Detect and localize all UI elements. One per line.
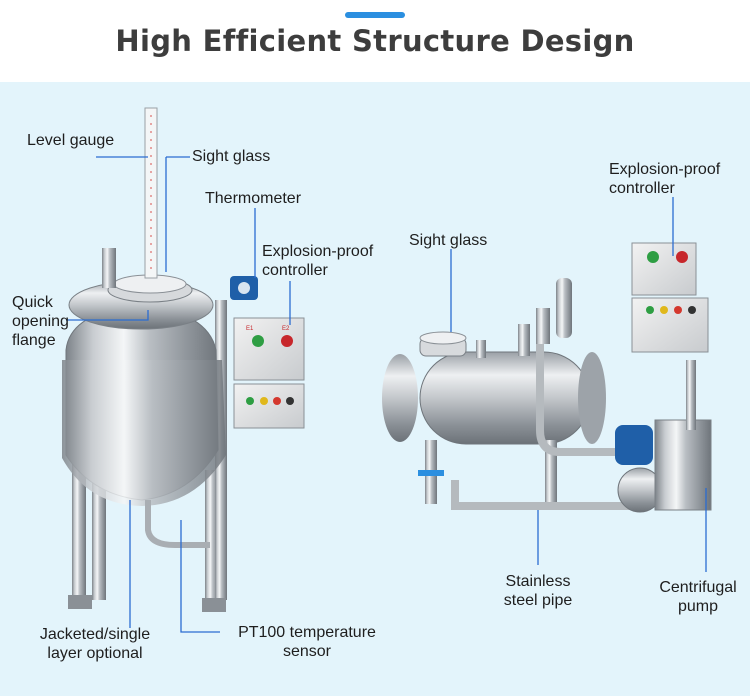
button [660, 306, 668, 314]
controller-box-upper [631, 242, 697, 296]
right-tank-assembly [382, 197, 712, 572]
stainless-steel-pipe-shape [536, 344, 650, 456]
label-right-explosion-controller-line1: Explosion-proof [609, 161, 721, 178]
label-stainless-pipe-line1: Stainless [505, 573, 571, 590]
tank-end-cap [382, 354, 418, 442]
button [260, 397, 268, 405]
panel-post [686, 360, 696, 430]
leg [92, 470, 106, 600]
outlet-pipe [145, 500, 210, 548]
label-right-sight-glass: Sight glass [409, 232, 488, 249]
leg [545, 440, 557, 504]
thermometer-dial [238, 282, 250, 294]
tank-end-cap [578, 352, 606, 444]
label-quick-flange-line3: flange [12, 332, 56, 349]
red-indicator [281, 335, 293, 347]
button [688, 306, 696, 314]
foot [68, 595, 92, 609]
sight-glass-lid [419, 331, 467, 345]
return-pipe [451, 480, 640, 510]
label-quick-flange-line1: Quick [12, 294, 53, 311]
label-jacketed-line2: layer optional [47, 645, 143, 662]
label-thermometer: Thermometer [205, 190, 302, 207]
nozzle [102, 248, 116, 288]
label-pt100-line1: PT100 temperature [238, 624, 376, 641]
left-tank-assembly: E1 E2 [62, 107, 305, 633]
label-pump-line1: Centrifugal [659, 579, 737, 596]
foot [202, 598, 226, 612]
controller-box-lower [631, 297, 709, 353]
fitting [476, 340, 486, 358]
level-gauge-tube [144, 107, 158, 279]
label-right-explosion-controller-line2: controller [609, 180, 675, 197]
label-stainless-pipe-line2: steel pipe [503, 592, 573, 609]
button [273, 397, 281, 405]
tank-jacket [62, 360, 226, 506]
panel-tag-right: E2 [282, 326, 290, 332]
label-quick-flange-line2: opening [12, 313, 69, 330]
pump-frame [654, 419, 712, 511]
controller-box-lower [233, 383, 305, 429]
right-leader-lines [450, 197, 707, 572]
fitting [518, 324, 530, 356]
label-sight-glass: Sight glass [192, 148, 271, 165]
pump-motor [615, 425, 653, 465]
green-indicator [647, 251, 659, 263]
label-pump-line2: pump [677, 598, 719, 615]
horizontal-tank [419, 351, 591, 445]
label-explosion-controller-line2: controller [262, 262, 328, 279]
button [674, 306, 682, 314]
page-title: High Efficient Structure Design [115, 24, 635, 58]
button [246, 397, 254, 405]
valve [536, 308, 550, 344]
filter-column [556, 278, 572, 338]
label-pt100-line2: sensor [282, 643, 332, 660]
left-leader-lines [66, 156, 291, 633]
blue-clamp [418, 470, 444, 476]
button [646, 306, 654, 314]
label-level-gauge: Level gauge [27, 132, 115, 149]
green-indicator [252, 335, 264, 347]
accent-bar [345, 12, 405, 18]
red-indicator [676, 251, 688, 263]
controller-box-upper [233, 317, 305, 381]
panel-tag-left: E1 [246, 326, 254, 332]
header: High Efficient Structure Design [0, 0, 750, 82]
button [286, 397, 294, 405]
label-jacketed-line1: Jacketed/single [39, 626, 151, 643]
label-explosion-controller-line1: Explosion-proof [262, 243, 374, 260]
